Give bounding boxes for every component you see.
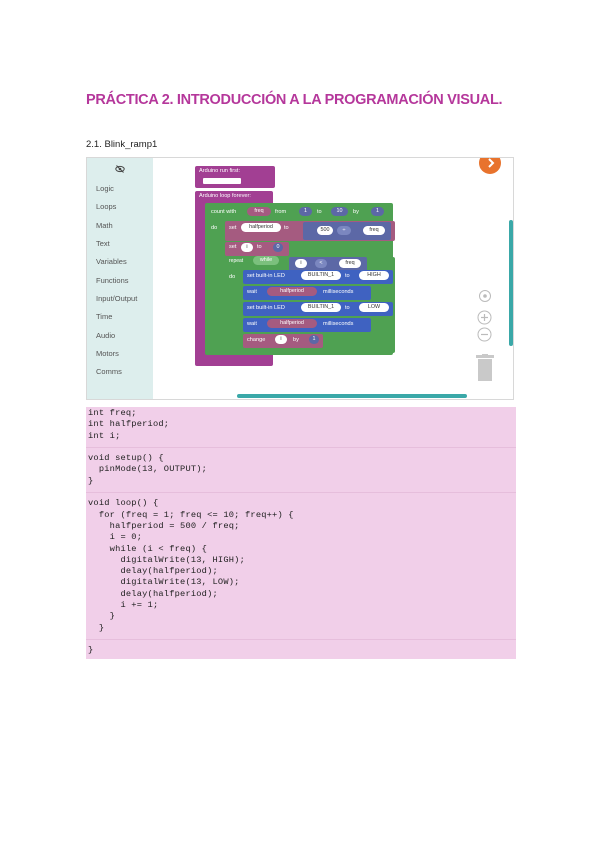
code-line: delay(halfperiod); [88,588,218,599]
by-label: by [353,209,359,215]
code-line: i += 1; [88,600,159,611]
set-i-to-label: to [257,244,262,250]
code-line: while (i < freq) { [88,543,208,554]
set-led-label-2: set built-in LED [247,305,285,311]
wait-halfperiod-1[interactable]: halfperiod [267,287,317,296]
code-line: pinMode(13, OUTPUT); [88,464,208,475]
dividend-value[interactable]: 500 [317,226,333,235]
loop-forever-label: Arduino loop forever: [199,193,251,199]
code-line: digitalWrite(13, LOW); [88,577,240,588]
toolbox-audio[interactable]: Audio [96,331,116,340]
code-line: int i; [88,430,121,441]
from-value[interactable]: 1 [299,207,312,216]
by-value[interactable]: 1 [371,207,384,216]
toolbox-math[interactable]: Math [96,221,113,230]
code-line: halfperiod = 500 / freq; [88,520,240,531]
code-separator [86,639,516,640]
run-arrow-icon [488,158,495,168]
do-label: do [211,225,218,231]
toolbox: Logic Loops Math Text Variables Function… [87,158,153,399]
change-i-variable[interactable]: i [275,335,287,344]
wait-halfperiod-2[interactable]: halfperiod [267,319,317,328]
i-variable[interactable]: i [241,243,253,252]
horizontal-scrollbar[interactable] [237,394,467,398]
code-line: } [88,645,94,656]
code-line: } [88,611,116,622]
toolbox-input-output[interactable]: Input/Output [96,294,138,303]
trash-icon[interactable] [475,354,495,382]
set-led-label-1: set built-in LED [247,273,285,279]
builtin-dropdown-1[interactable]: BUILTIN_1 [301,271,341,280]
code-separator [86,492,516,494]
toolbox-functions[interactable]: Functions [96,276,129,285]
toolbox-motors[interactable]: Motors [96,349,119,358]
code-line: } [88,475,94,486]
builtin-dropdown-2[interactable]: BUILTIN_1 [301,303,341,312]
code-line: } [88,622,105,633]
compare-freq[interactable]: freq [339,259,361,268]
milliseconds-label-1: milliseconds [323,289,354,295]
set-i-value[interactable]: 0 [273,243,283,252]
code-line: void loop() { [88,498,159,509]
repeat-label: repeat [229,258,244,264]
recenter-icon[interactable] [478,289,492,303]
compare-operator[interactable]: < [315,259,327,268]
code-line: void setup() { [88,453,164,464]
run-first-label: Arduino run first: [199,168,241,174]
low-dropdown[interactable]: LOW [359,303,389,312]
toolbox-loops[interactable]: Loops [96,202,117,211]
page-title: PRÁCTICA 2. INTRODUCCIÓN A LA PROGRAMACI… [86,92,503,108]
toolbox-comms[interactable]: Comms [96,367,122,376]
code-line: delay(halfperiod); [88,566,218,577]
toolbox-variables[interactable]: Variables [96,257,127,266]
to-label-2: to [284,225,289,231]
section-heading: 2.1. Blink_ramp1 [86,139,158,150]
high-dropdown[interactable]: HIGH [359,271,389,280]
eye-slash-icon[interactable] [115,164,125,174]
freq-variable[interactable]: freq [247,207,271,216]
code-separator [86,446,516,448]
toolbox-time[interactable]: Time [96,312,113,321]
count-with-label: count with [211,209,237,215]
code-line: i = 0; [88,532,143,543]
workspace[interactable]: Arduino run first: Arduino loop forever:… [153,158,513,399]
milliseconds-label-2: milliseconds [323,321,354,327]
halfperiod-variable[interactable]: halfperiod [241,223,281,232]
run-first-slot [203,178,241,184]
from-label: from [275,209,287,215]
set-i-label: set [229,244,237,250]
wait-label-1: wait [247,289,257,295]
vertical-scrollbar[interactable] [509,220,513,346]
change-by-value[interactable]: 1 [309,335,319,344]
zoom-out-icon[interactable] [477,327,492,342]
blockly-editor: Logic Loops Math Text Variables Function… [86,157,514,400]
set-label: set [229,225,237,231]
while-dropdown[interactable]: while [253,256,279,265]
to-label-3: to [345,273,350,279]
code-line: for (freq = 1; freq <= 10; freq++) { [88,509,294,520]
change-label: change [247,337,266,343]
to-value[interactable]: 10 [331,207,348,216]
divide-operator[interactable]: ÷ [337,226,351,235]
code-block: int freq; int halfperiod; int i; void se… [86,407,516,659]
zoom-in-icon[interactable] [477,310,492,325]
code-line: int halfperiod; [88,419,170,430]
wait-label-2: wait [247,321,257,327]
arduino-code: int freq; int halfperiod; int i; void se… [88,408,294,657]
do-label-2: do [229,274,236,280]
to-label: to [317,209,322,215]
toolbox-text[interactable]: Text [96,239,110,248]
compare-i[interactable]: i [295,259,307,268]
to-label-4: to [345,305,350,311]
code-line: int freq; [88,408,137,418]
freq-divisor[interactable]: freq [363,226,385,235]
code-line: digitalWrite(13, HIGH); [88,554,245,565]
toolbox-logic[interactable]: Logic [96,184,114,193]
change-by-label: by [293,337,299,343]
